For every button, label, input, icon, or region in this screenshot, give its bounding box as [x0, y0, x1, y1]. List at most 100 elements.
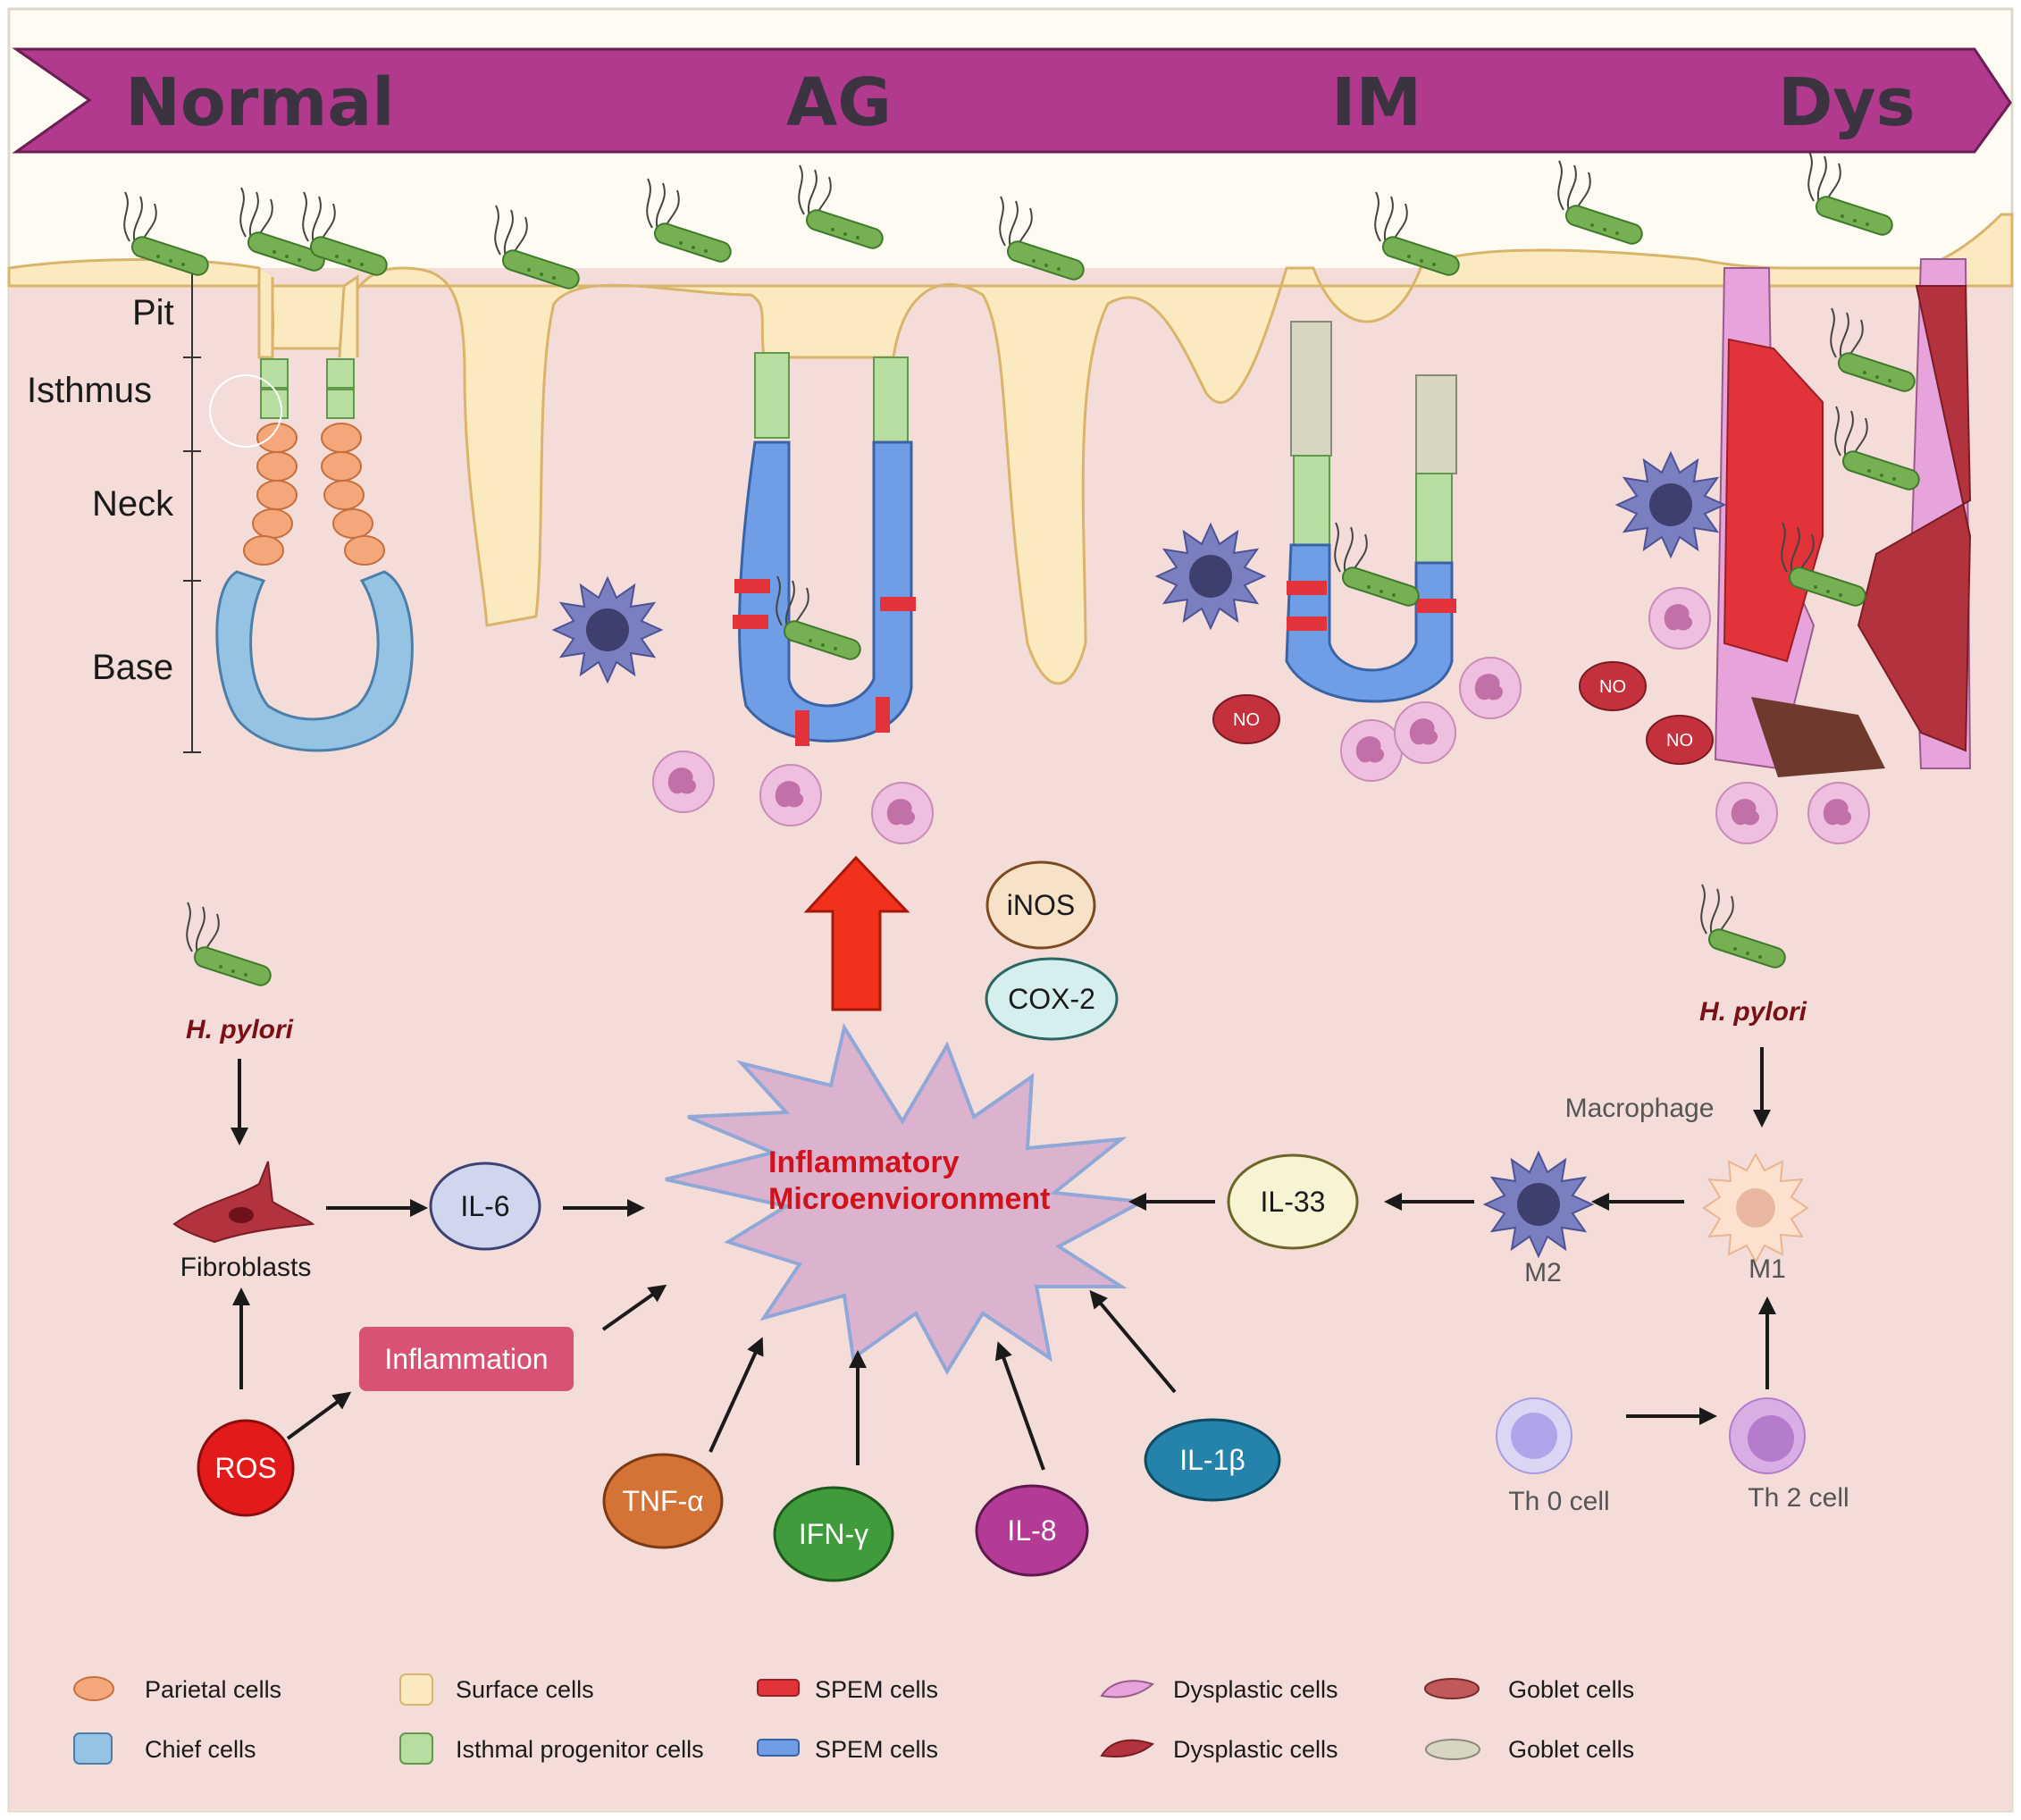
inflammation-box: [359, 1327, 574, 1391]
svg-text:SPEM cells: SPEM cells: [815, 1676, 938, 1703]
stage-im: IM: [1331, 64, 1421, 141]
cox2-node: [985, 957, 1119, 1041]
no-molecule: NO: [1646, 715, 1714, 765]
no-molecule: NO: [1579, 661, 1647, 711]
fibroblast-nucleus: [229, 1207, 254, 1223]
neutrophil-cell: [1394, 701, 1456, 764]
tnf-node: [602, 1453, 724, 1549]
il1b-node: [1144, 1418, 1281, 1502]
il8-node: [975, 1484, 1089, 1577]
goblet-grey-cell-icon: [1425, 1739, 1480, 1760]
il8-label: IL-8: [1007, 1514, 1056, 1547]
hpylori-right-label: H. pylori: [1699, 997, 1807, 1027]
dysplastic-dark-cell-icon: [1100, 1739, 1154, 1758]
ros-node: [197, 1419, 295, 1517]
svg-text:NO: NO: [1666, 731, 1693, 751]
isthmal-cell: [873, 356, 909, 443]
spem-red-cell: [795, 710, 809, 746]
stage-normal: Normal: [125, 64, 395, 141]
neutrophil-cell: [1807, 782, 1870, 844]
spem-red-cell: [1287, 581, 1327, 595]
macrophage-label: Macrophage: [1565, 1094, 1715, 1123]
no-molecule: NO: [1212, 694, 1280, 744]
ifn-label: IFN-γ: [799, 1518, 868, 1550]
m2-label: M2: [1524, 1258, 1562, 1287]
th2-label: Th 2 cell: [1748, 1483, 1849, 1513]
goblet-cells: [1290, 321, 1332, 457]
neutrophil-cell: [871, 782, 934, 844]
svg-text:Dysplastic cells: Dysplastic cells: [1173, 1736, 1338, 1763]
legend-item-spem-red: SPEM cells: [757, 1676, 938, 1703]
isthmus-highlight: [209, 374, 282, 448]
spem-red-cell: [876, 697, 890, 733]
legend-item-isthmal: Isthmal progenitor cells: [399, 1732, 704, 1765]
spem-red-cell-icon: [757, 1679, 800, 1697]
svg-text:Parietal cells: Parietal cells: [145, 1676, 281, 1703]
parietal-cells: [243, 423, 385, 566]
chief-cell-icon: [73, 1732, 113, 1765]
spem-blue-cell-icon: [757, 1739, 800, 1757]
stage-ag: AG: [786, 64, 892, 141]
spem-red-cell: [880, 597, 916, 611]
neutrophil-cell: [1459, 657, 1522, 719]
svg-text:Goblet cells: Goblet cells: [1508, 1736, 1634, 1763]
dys-glands: [1714, 258, 1972, 777]
spem-red-cell: [733, 615, 768, 629]
isthmal-cell: [260, 358, 289, 389]
legend-item-goblet-grey: Goblet cells: [1425, 1736, 1634, 1763]
spem-red-cell: [734, 579, 770, 593]
svg-text:SPEM cells: SPEM cells: [815, 1736, 938, 1763]
isthmal-cell: [1293, 455, 1330, 546]
surface-epithelium: [7, 213, 2014, 685]
svg-text:NO: NO: [1599, 677, 1626, 697]
il33-node: [1227, 1153, 1359, 1250]
isthmal-cell: [326, 358, 355, 389]
fibroblasts-label: Fibroblasts: [180, 1253, 312, 1282]
th2-cell-icon: [1729, 1397, 1806, 1474]
svg-text:Chief cells: Chief cells: [145, 1736, 256, 1763]
th0-label: Th 0 cell: [1508, 1487, 1609, 1516]
epithelium-layer: [7, 213, 2014, 685]
legend-item-goblet-red: Goblet cells: [1424, 1676, 1634, 1703]
neutrophil-cell: [1648, 587, 1711, 650]
legend-item-dysplastic-pink: Dysplastic cells: [1100, 1676, 1338, 1703]
svg-text:Dysplastic cells: Dysplastic cells: [1173, 1676, 1338, 1703]
th0-cell-icon: [1496, 1397, 1572, 1474]
center-title-line1: Inflammatory: [768, 1145, 960, 1179]
region-pit: Pit: [132, 293, 174, 332]
legend-item-surface: Surface cells: [399, 1673, 594, 1706]
legend-item-spem-blue: SPEM cells: [757, 1736, 938, 1763]
ag-gland: [733, 352, 916, 746]
im-gland: [1285, 321, 1457, 703]
arrow-il1b-center: [1089, 1289, 1177, 1394]
progression-banner: [12, 47, 2012, 154]
arrow-ros-inflammation: [286, 1391, 352, 1440]
parietal-cell-icon: [73, 1676, 114, 1701]
fibroblast-icon: [172, 1161, 315, 1244]
inos-label: iNOS: [1007, 889, 1075, 921]
normal-gland-surface-cells: [257, 268, 359, 359]
isthmal-cell: [260, 389, 289, 419]
legend-item-chief: Chief cells: [73, 1732, 256, 1765]
hpylori-left-label: H. pylori: [186, 1015, 294, 1044]
dysplastic-column-right-dark: [1857, 285, 1972, 752]
upregulation-arrow: [803, 855, 910, 1011]
inflammatory-microenvironment-burst: [665, 1022, 1148, 1376]
legend-item-parietal: Parietal cells: [73, 1676, 281, 1703]
m1-label: M1: [1748, 1254, 1786, 1284]
spem-cells: [1285, 543, 1454, 703]
arrow-inflammation-center: [601, 1284, 667, 1331]
spem-red-cell: [1287, 616, 1327, 631]
dysplastic-pink-cell-icon: [1100, 1680, 1154, 1698]
spem-red-cell: [1416, 599, 1456, 613]
isthmal-cell-icon: [399, 1732, 433, 1765]
isthmal-cell: [754, 352, 790, 439]
region-isthmus: Isthmus: [27, 371, 152, 410]
legend: Parietal cells Surface cells SPEM cells …: [73, 1673, 1634, 1765]
center-title-line2: Microenvioronment: [768, 1182, 1050, 1216]
tnf-label: TNF-α: [622, 1485, 703, 1517]
neutrophil-cell: [1715, 782, 1778, 844]
goblet-red-cell-icon: [1424, 1678, 1480, 1699]
region-neck: Neck: [92, 484, 174, 524]
